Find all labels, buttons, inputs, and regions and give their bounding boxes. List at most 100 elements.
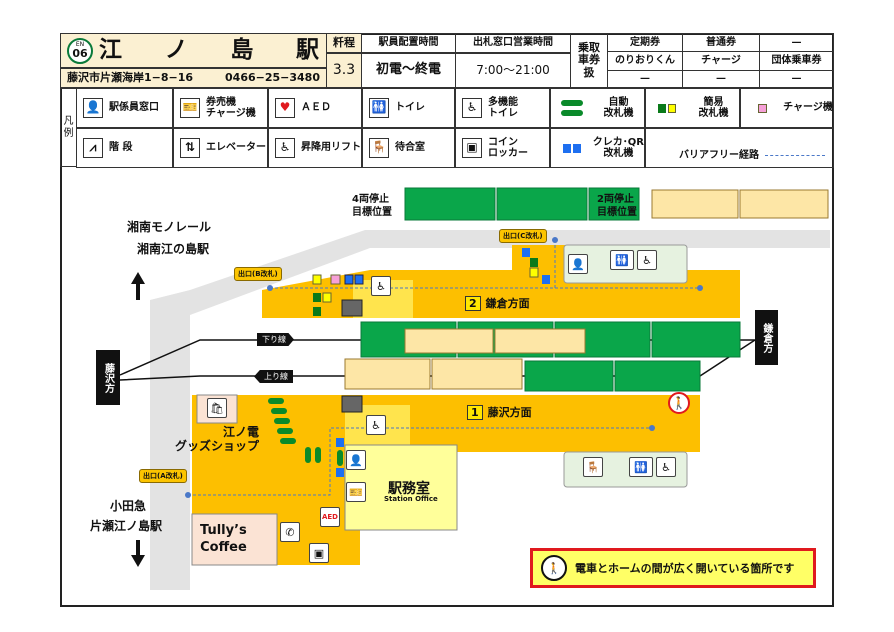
toilet-icon: 🚻 — [629, 457, 653, 477]
train-car — [431, 358, 523, 390]
map-frame — [60, 33, 834, 607]
legend-item-label: 待合室 — [395, 142, 425, 154]
phone-icon: ✆ — [280, 522, 300, 542]
exit-c-label[interactable]: 出口(C改札) — [499, 229, 547, 243]
exit-b-label[interactable]: 出口(B改札) — [234, 267, 282, 281]
up-line-label: 上り線 — [254, 370, 293, 383]
platform-number: 2 — [465, 295, 481, 311]
wheelchair-lift-icon: ♿ — [371, 276, 391, 296]
stop-2-car-label: 2両停止 目標位置 — [597, 194, 637, 218]
gap-warning-icon: 🚶 — [541, 555, 567, 581]
train-car — [651, 189, 739, 219]
legend-item-label: コイン ロッカー — [488, 136, 528, 160]
stop-4-car-label: 4両停止 目標位置 — [352, 194, 392, 218]
stairs — [341, 395, 363, 413]
train-car — [588, 187, 640, 221]
legend-item: 👤駅係員窓口 — [76, 88, 173, 128]
station-name-char: 島 — [230, 37, 254, 64]
accessible-toilet-icon: ♿ — [637, 250, 657, 270]
toilet-icon: 🚻 — [369, 98, 389, 118]
staff-window-icon: 👤 — [568, 254, 588, 274]
accessible-toilet-icon: ♿ — [462, 98, 482, 118]
legend-item: バリアフリー経路 — [645, 128, 834, 168]
monorail-station-label: 湘南江の島駅 — [137, 242, 210, 256]
fujisawa-direction-sign: 藤沢方 — [96, 350, 120, 405]
train-car — [344, 358, 431, 390]
station-office-label: 駅務室 — [388, 481, 430, 497]
train-car — [524, 360, 614, 392]
gap-warning-icon: 🚶 — [668, 392, 690, 414]
station-phone: 0466−25−3480 — [225, 70, 320, 84]
charge-machine-icon — [747, 103, 777, 113]
line-code: EN — [75, 41, 85, 48]
elevator-icon: ⇅ — [180, 138, 200, 158]
station-contact: 藤沢市片瀬海岸1−8−16 0466−25−3480 — [60, 68, 327, 88]
gap-warning-notice: 🚶 電車とホームの間が広く開いている箇所です — [530, 548, 816, 588]
train-car — [651, 321, 741, 358]
ticket-types-label: 乗取車券扱 — [570, 33, 608, 88]
barrier-free-route — [188, 427, 652, 496]
legend-item-label: 多機能 トイレ — [488, 96, 518, 120]
legend-item-label: 券売機 チャージ機 — [206, 96, 256, 120]
monorail-label: 湘南モノレール — [127, 220, 212, 234]
legend-item: ⩘ 階 段 — [76, 128, 173, 168]
staff-window-icon: 👤 — [346, 450, 366, 470]
legend-item: 簡易 改札機 — [645, 88, 740, 128]
legend-item: ⇅ エレベーター — [173, 128, 268, 168]
legend-item: ♿ 昇降用リフト — [268, 128, 362, 168]
station-number: 06 — [72, 47, 88, 60]
goods-shop-label: 江ノ電 グッズショップ — [175, 425, 260, 454]
train-car — [739, 189, 829, 219]
station-name-char: 江 — [99, 37, 122, 64]
station-address: 藤沢市片瀬海岸1−8−16 — [67, 70, 194, 84]
ticket-machine-icon: 🎫 — [346, 482, 366, 502]
coin-locker-icon: ▣ — [462, 138, 482, 158]
legend-item-label: 簡易 改札機 — [698, 96, 729, 120]
waiting-room-icon: 🪑 — [369, 138, 389, 158]
legend-item-label: 階 段 — [109, 142, 133, 154]
odakyu-label: 小田急 — [110, 499, 147, 513]
legend-item-label: 自動 改札機 — [603, 96, 634, 120]
station-name-char: 駅 — [295, 37, 319, 64]
south-arrow-icon — [131, 540, 145, 567]
platform-direction: 藤沢方面 — [487, 406, 532, 419]
exit-a-label[interactable]: 出口(A改札) — [139, 469, 187, 483]
distance-label: 粁程 — [326, 33, 362, 53]
legend-item: ♥ＡＥＤ — [268, 88, 362, 128]
platform-2-label: 2 鎌倉方面 — [465, 295, 530, 311]
station-title: EN 06 江 ノ 島 駅 — [60, 33, 327, 68]
barrier-free-route-icon — [765, 155, 825, 156]
legend-item-label: 昇降用リフト — [301, 142, 361, 154]
north-arrow-icon — [131, 272, 145, 300]
stairs-icon: ⩘ — [83, 138, 103, 158]
simple-gate-icon — [652, 103, 682, 113]
wheelchair-lift-icon: ♿ — [275, 138, 295, 158]
toilet-icon: 🚻 — [610, 250, 634, 270]
legend-item-label: クレカ･QR 改札機 — [592, 136, 644, 160]
wheelchair-lift-icon: ♿ — [366, 415, 386, 435]
legend-item-label: 駅係員窓口 — [109, 102, 159, 114]
credit-qr-gate-icon — [557, 143, 587, 153]
aed-icon: ♥ — [275, 98, 295, 118]
station-name-char: ノ — [164, 37, 188, 64]
legend-item-label: トイレ — [395, 102, 425, 114]
gap-warning-text: 電車とホームの間が広く開いている箇所です — [575, 562, 795, 575]
aed-icon: AED — [320, 507, 340, 527]
ticket-type-cell: — — [759, 70, 834, 88]
distance-value: 3.3 — [326, 53, 362, 88]
legend-item: ♿ 多機能 トイレ — [455, 88, 550, 128]
legend-item-label: バリアフリー経路 — [679, 149, 759, 161]
legend-item: クレカ･QR 改札機 — [550, 128, 645, 168]
cafe-building — [191, 513, 278, 566]
legend-item-label: エレベーター — [206, 142, 266, 154]
waiting-room-icon: 🪑 — [583, 457, 603, 477]
legend-item-label: チャージ機 — [783, 102, 833, 114]
coin-locker-icon: ▣ — [309, 543, 329, 563]
kamakura-direction-sign: 鎌倉方 — [755, 310, 778, 365]
platform-direction: 鎌倉方面 — [485, 297, 530, 310]
station-office-en-label: Station Office — [384, 495, 438, 503]
accessible-toilet-icon: ♿ — [656, 457, 676, 477]
legend-item: ▣ コイン ロッカー — [455, 128, 550, 168]
down-line-label: 下り線 — [257, 333, 294, 346]
